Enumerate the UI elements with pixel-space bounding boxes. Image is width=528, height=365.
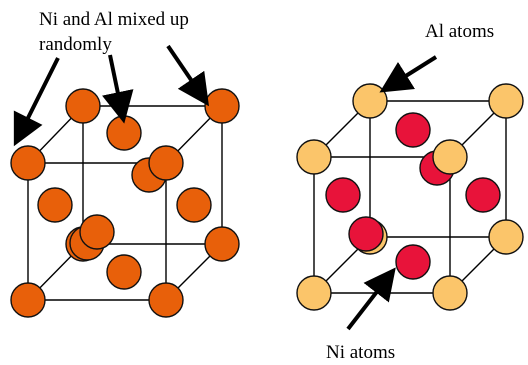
arrow [102, 54, 134, 124]
mixed-caption-line1: Ni and Al mixed up [39, 9, 189, 30]
right-arrows [346, 55, 438, 331]
disordered-structure: Ni and Al mixed up randomly [10, 9, 240, 318]
atom [106, 115, 142, 151]
ni-atom [395, 244, 431, 280]
atom [204, 88, 240, 124]
ordered-structure: Al atoms Ni atoms [296, 21, 524, 363]
al-atom [352, 83, 388, 119]
left-arrows [13, 44, 210, 147]
atom [148, 282, 184, 318]
atom [204, 226, 240, 262]
atom [148, 145, 184, 181]
ni-atom [325, 177, 361, 213]
ni-pointer-arrow [346, 267, 396, 331]
left-atoms [10, 88, 240, 318]
mixed-caption-line2: randomly [39, 34, 112, 55]
al-atoms-front [296, 139, 468, 311]
al-atom [296, 275, 332, 311]
ni-atoms-label: Ni atoms [326, 342, 395, 363]
al-atom [488, 83, 524, 119]
atom [65, 88, 101, 124]
atom [176, 187, 212, 223]
arrow [166, 44, 210, 107]
atom [106, 254, 142, 290]
atom [79, 214, 115, 250]
al-pointer-arrow [379, 55, 438, 93]
al-atom [432, 139, 468, 175]
ni-atom [465, 177, 501, 213]
arrow [13, 57, 60, 147]
atom [37, 187, 73, 223]
atom [10, 282, 46, 318]
al-atoms-label: Al atoms [425, 21, 494, 42]
ni-atom [395, 112, 431, 148]
atom [10, 145, 46, 181]
al-atom [432, 275, 468, 311]
al-atom [488, 219, 524, 255]
al-atom [296, 139, 332, 175]
ni-atom [348, 216, 384, 252]
ni-atoms [325, 112, 501, 280]
